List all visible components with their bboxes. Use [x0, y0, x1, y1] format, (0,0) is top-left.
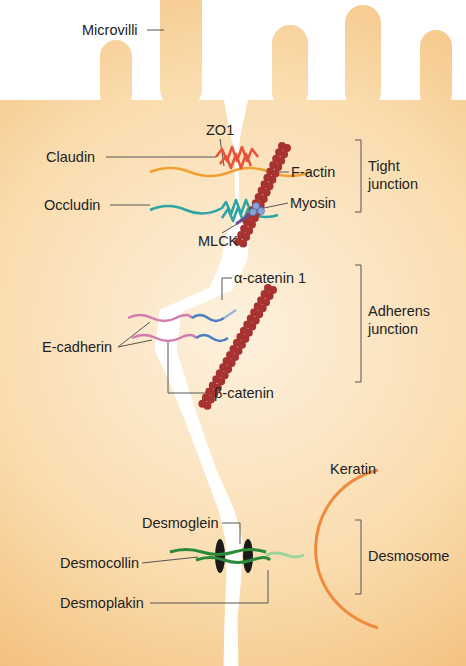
protein-label: α-catenin 1 [234, 269, 334, 287]
protein-label: Occludin [44, 196, 114, 214]
zo1-protein [150, 168, 310, 176]
junction-label: Desmosome [368, 547, 463, 565]
protein-label: β-catenin [214, 384, 304, 402]
lumen [0, 0, 466, 100]
protein-label: F-actin [291, 163, 361, 181]
structure-label: Microvilli [82, 21, 162, 39]
protein-label: Desmocollin [60, 554, 150, 572]
protein-label: ZO1 [206, 121, 246, 139]
protein-label: Claudin [46, 148, 116, 166]
brackets [355, 140, 361, 594]
adherens-proteins [128, 310, 236, 341]
claudin-protein [216, 147, 258, 168]
protein-label: E-cadherin [42, 338, 122, 356]
junction-label: Tight junction [368, 157, 448, 193]
microvilli [100, 0, 452, 110]
protein-label: Myosin [290, 194, 360, 212]
junction-label: Adherens junction [368, 302, 458, 338]
protein-label: Desmoglein [142, 514, 232, 532]
mlck-protein [250, 203, 265, 216]
protein-label: MLCK [198, 232, 248, 250]
protein-label: Keratin [330, 460, 400, 478]
desmosome-structure [170, 539, 304, 573]
intercellular-space [155, 98, 249, 666]
leader-lines [106, 30, 289, 603]
protein-label: Desmoplakin [60, 594, 155, 612]
